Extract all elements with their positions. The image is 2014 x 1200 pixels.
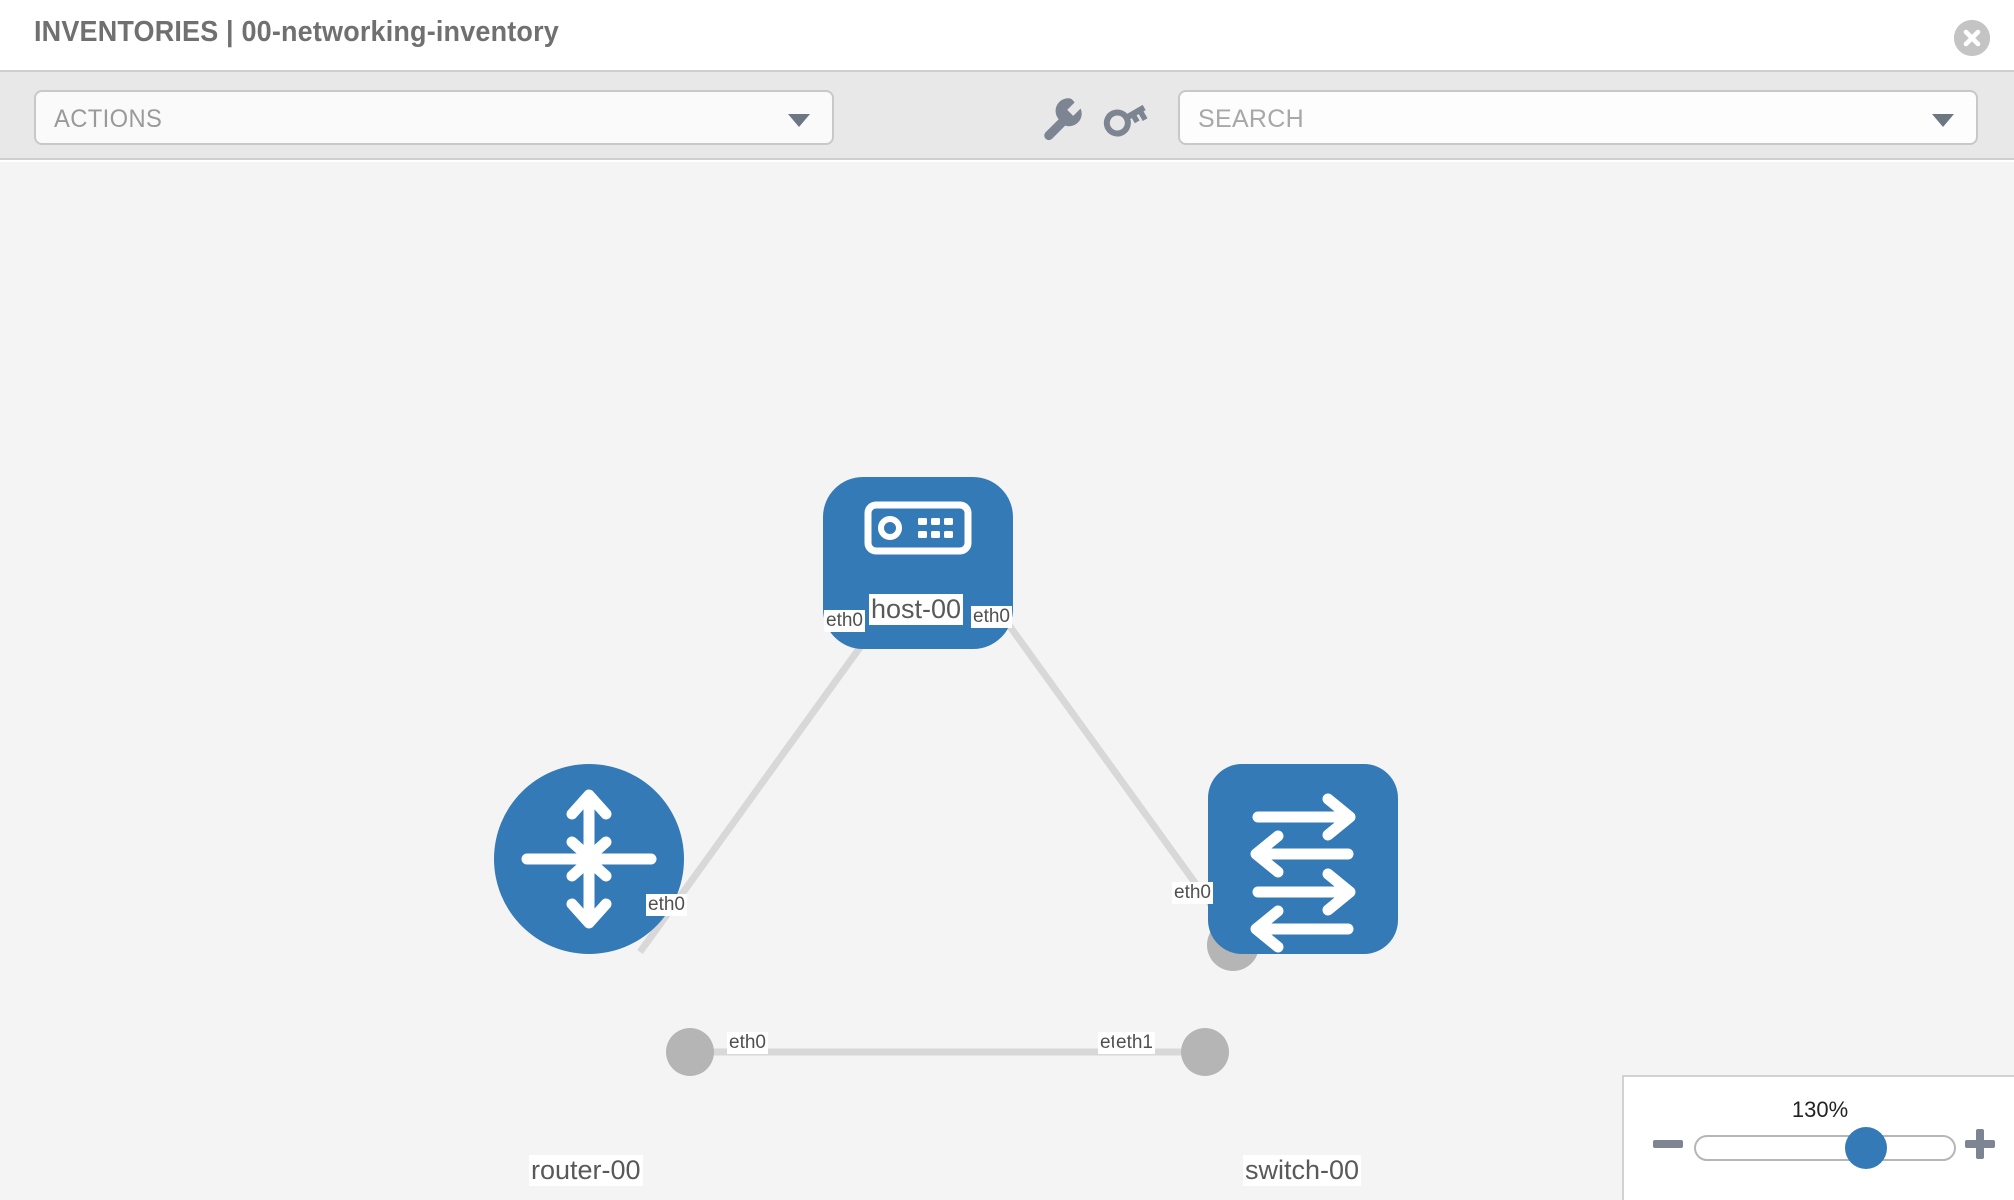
toolbar: ACTIONS — [0, 70, 2014, 160]
wrench-icon[interactable] — [1036, 92, 1088, 144]
topology-edges — [637, 589, 1248, 1056]
page-title: INVENTORIES | 00-networking-inventory — [34, 16, 559, 48]
node-label-router-00: router-00 — [529, 1155, 643, 1186]
zoom-level-label: 130% — [1791, 1097, 1849, 1122]
zoom-control: 130% — [1622, 1075, 2014, 1200]
key-icon[interactable] — [1100, 92, 1152, 144]
router-icon — [521, 789, 657, 929]
iface-label-router-uplink: eth0 — [646, 894, 687, 916]
iface-label-host-right: eth0 — [971, 606, 1012, 628]
server-icon — [864, 501, 972, 555]
close-icon[interactable] — [1954, 20, 1990, 56]
search-input[interactable]: SEARCH — [1178, 90, 1978, 145]
node-switch-00[interactable] — [1208, 764, 1398, 954]
edge-host-router — [637, 589, 903, 955]
topology-graph — [494, 477, 1398, 1076]
iface-label-router-eth0: eth0 — [727, 1032, 768, 1054]
iface-label-host-left: eth0 — [824, 610, 865, 632]
actions-dropdown-label: ACTIONS — [54, 105, 163, 133]
zoom-out-button[interactable] — [1648, 1124, 1688, 1164]
chevron-down-icon — [788, 114, 810, 127]
zoom-in-button[interactable] — [1960, 1124, 2000, 1164]
zoom-slider-thumb[interactable] — [1845, 1127, 1887, 1169]
zoom-slider-track[interactable] — [1694, 1135, 1956, 1161]
actions-dropdown[interactable]: ACTIONS — [34, 90, 834, 145]
node-router-00[interactable] — [494, 764, 684, 954]
topology-canvas[interactable]: eth0 eth0 eth0 eth0 eth0 eth0 eth1 host-… — [0, 162, 2014, 1200]
node-label-switch-00: switch-00 — [1243, 1155, 1362, 1186]
search-placeholder: SEARCH — [1198, 105, 1304, 133]
switch-icon — [1250, 793, 1356, 953]
port-router-eth0 — [666, 1028, 714, 1076]
iface-label-switch-uplink: eth0 — [1172, 882, 1213, 904]
port-switch-eth1 — [1181, 1028, 1229, 1076]
search-chevron-down-icon[interactable] — [1932, 114, 1954, 127]
node-label-host-00: host-00 — [869, 594, 964, 625]
page-header: INVENTORIES | 00-networking-inventory — [0, 0, 2014, 70]
iface-label-switch-eth1: eth1 — [1114, 1032, 1155, 1054]
